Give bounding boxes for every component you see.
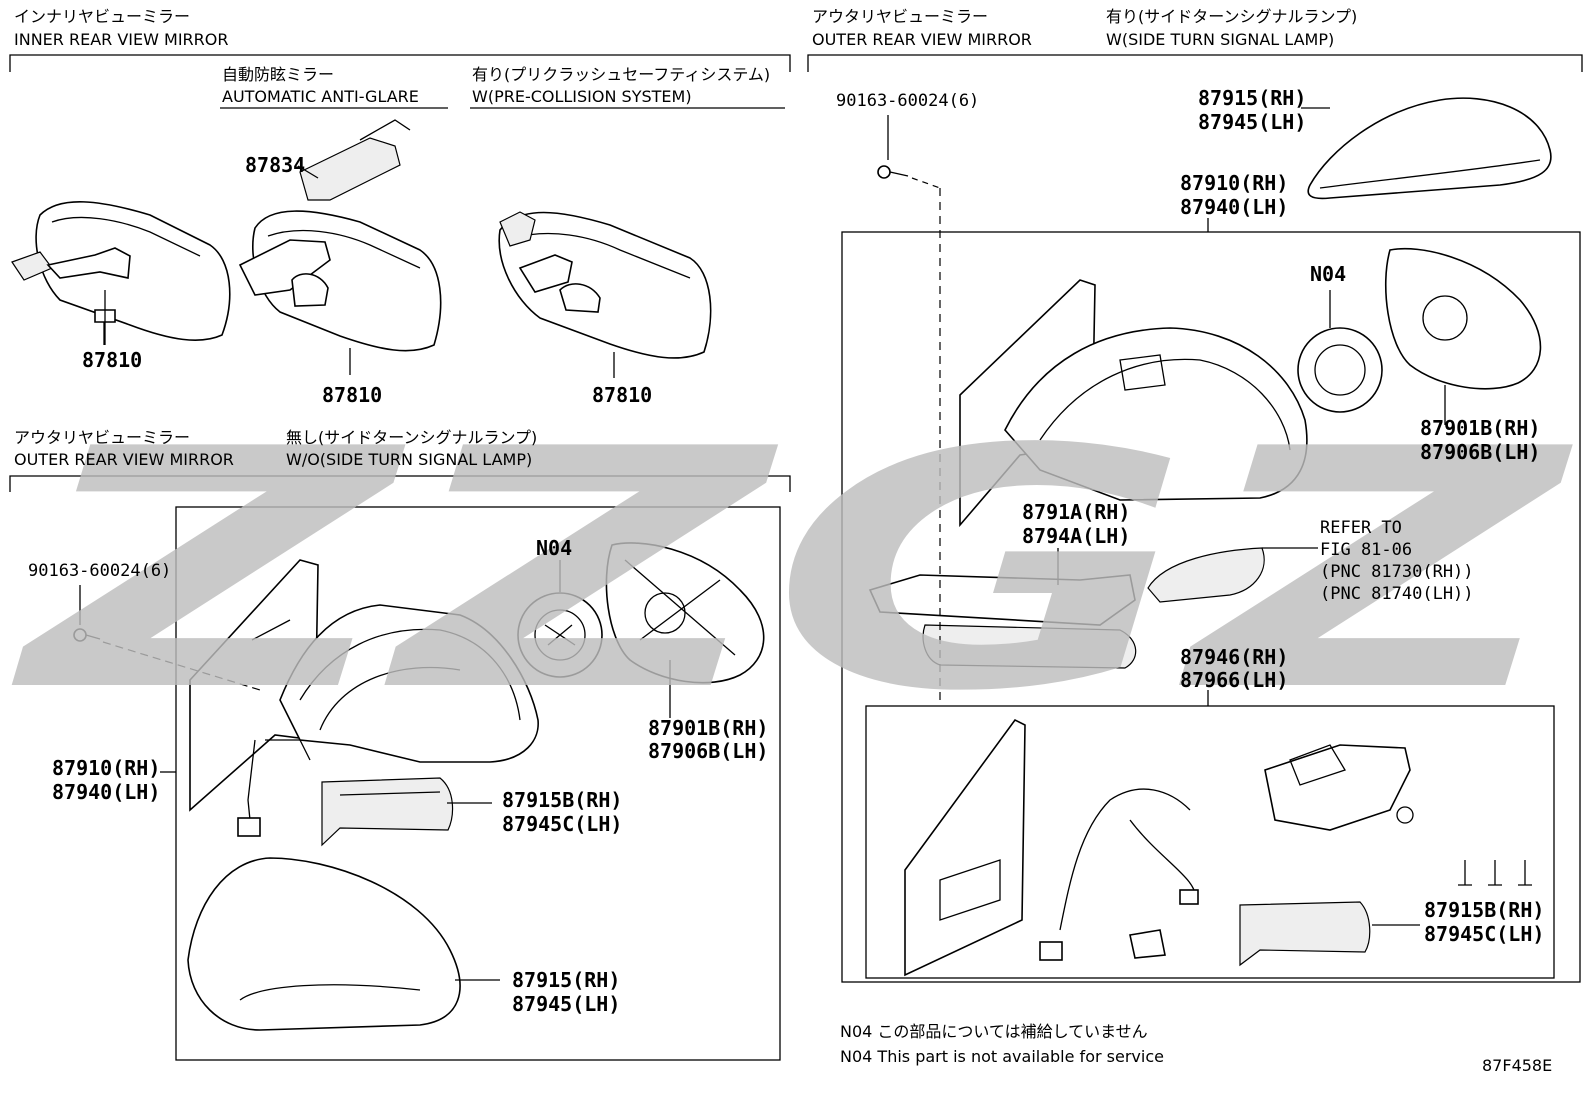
part-87810-c: 87810 — [592, 383, 653, 407]
part-87945-left-lh: 87945(LH) — [512, 992, 621, 1016]
outer-wo-bracket — [9, 475, 791, 492]
part-87901b-right-rh: 87901B(RH) — [1420, 416, 1541, 440]
part-87906b-left-lh: 87906B(LH) — [648, 739, 769, 763]
part-87945c-right-lh: 87945C(LH) — [1424, 922, 1545, 946]
part-87915-right-rh: 87915(RH) — [1198, 86, 1307, 110]
part-87810-b: 87810 — [322, 383, 383, 407]
outer-w-title-en: OUTER REAR VIEW MIRROR — [812, 30, 1032, 49]
outer-wo-assembly-box — [175, 506, 781, 1061]
part-87915-left-rh: 87915(RH) — [512, 968, 621, 992]
watermark-text: ZZGZ — [9, 379, 1578, 763]
outer-wo-sub-jp: 無し(サイドターンシグナルランプ) — [286, 428, 538, 447]
part-87901b-left-rh: 87901B(RH) — [648, 716, 769, 740]
part-87910-right-rh: 87910(RH) — [1180, 171, 1289, 195]
screw-set-icon — [1458, 860, 1532, 886]
anti-glare-jp: 自動防眩ミラー — [222, 65, 335, 84]
part-87910-left-rh: 87910(RH) — [52, 756, 161, 780]
part-87940-left-lh: 87940(LH) — [52, 780, 161, 804]
outer-w-sub-en: W(SIDE TURN SIGNAL LAMP) — [1106, 30, 1335, 49]
bolt-right: 90163-60024(6) — [836, 91, 980, 111]
precollision-jp: 有り(プリクラッシュセーフティシステム) — [472, 65, 771, 84]
outer-w-title-jp: アウタリヤビューミラー — [812, 7, 989, 26]
part-87940-right-lh: 87940(LH) — [1180, 195, 1289, 219]
outer-w-sub-jp: 有り(サイドターンシグナルランプ) — [1106, 7, 1358, 26]
part-8794a-lh: 8794A(LH) — [1022, 524, 1131, 548]
outer-w-leaders — [877, 107, 1446, 926]
outer-wo-mirror-drawing — [187, 542, 765, 1031]
part-87834: 87834 — [245, 153, 306, 177]
part-8791a-rh: 8791A(RH) — [1022, 500, 1131, 524]
refer-to-line3: (PNC 81730(RH)) — [1320, 562, 1474, 582]
part-87945-right-lh: 87945(LH) — [1198, 110, 1307, 134]
note-jp: N04 この部品については補給していません — [840, 1022, 1148, 1041]
part-87946-rh: 87946(RH) — [1180, 645, 1289, 669]
part-87906b-right-lh: 87906B(LH) — [1420, 440, 1541, 464]
n04-left: N04 — [536, 536, 573, 560]
note-en: N04 This part is not available for servi… — [840, 1047, 1164, 1066]
refer-to-line2: FIG 81-06 — [1320, 540, 1413, 560]
inner-mirror-title-en: INNER REAR VIEW MIRROR — [14, 30, 229, 49]
outer-wo-title-en: OUTER REAR VIEW MIRROR — [14, 450, 234, 469]
part-87945c-left-lh: 87945C(LH) — [502, 812, 623, 836]
part-87966-lh: 87966(LH) — [1180, 668, 1289, 692]
outer-wo-sub-en: W/O(SIDE TURN SIGNAL LAMP) — [286, 450, 533, 469]
outer-wo-leaders — [73, 290, 671, 981]
part-87810-a: 87810 — [82, 348, 143, 372]
refer-to-line1: REFER TO — [1320, 518, 1402, 538]
precollision-en: W(PRE-COLLISION SYSTEM) — [472, 87, 692, 106]
outer-w-assembly-box — [841, 231, 1581, 983]
inner-mirror-3-drawing — [498, 211, 712, 378]
bolt-left: 90163-60024(6) — [28, 561, 172, 581]
inner-mirror-bracket — [9, 54, 791, 72]
figure-code: 87F458E — [1482, 1056, 1553, 1075]
outer-w-mirror-drawing — [868, 97, 1552, 977]
part-87915b-left-rh: 87915B(RH) — [502, 788, 623, 812]
inner-mirror-1-drawing — [11, 201, 231, 345]
outer-w-subassembly-box — [865, 705, 1555, 979]
part-87915b-right-rh: 87915B(RH) — [1424, 898, 1545, 922]
anti-glare-en: AUTOMATIC ANTI-GLARE — [222, 87, 419, 106]
inner-mirror-title-jp: インナリヤビューミラー — [14, 7, 191, 26]
outer-w-bracket — [807, 54, 1583, 72]
inner-mirror-2-drawing — [238, 119, 442, 375]
outer-wo-title-jp: アウタリヤビューミラー — [14, 428, 191, 447]
refer-to-line4: (PNC 81740(LH)) — [1320, 584, 1474, 604]
n04-right: N04 — [1310, 262, 1347, 286]
